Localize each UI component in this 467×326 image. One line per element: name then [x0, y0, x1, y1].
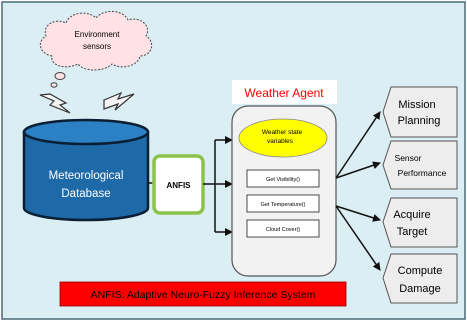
anfis-fanout-connector [203, 140, 216, 232]
output-box [382, 197, 458, 248]
output-label-line1: Sensor [395, 153, 422, 163]
arrow-agent-compute [335, 205, 381, 271]
anfis-box: ANFIS [152, 154, 205, 215]
weather-agent-title-box [232, 80, 337, 104]
meteorological-database: Meteorological Database [22, 118, 150, 222]
output-compute-damage: Compute Damage [382, 253, 458, 304]
output-label-line2: Damage [399, 283, 441, 295]
state-variables-line2: variables [267, 138, 294, 145]
function-label-cloud-cover: Cloud Cover() [266, 227, 300, 233]
legend-text: ANFIS: Adaptive Neuro-Fuzzy Inference Sy… [91, 289, 316, 301]
state-variables-line1: Weather state [262, 129, 303, 136]
output-acquire-target: Acquire Target [382, 197, 458, 248]
output-label-line1: Acquire [393, 209, 430, 221]
output-box [382, 86, 458, 138]
weather-state-variables [238, 118, 328, 158]
weather-agent: Weather Agent Weather state variables Ge… [231, 80, 337, 277]
output-label-line1: Mission [398, 99, 435, 111]
output-label-line2: Target [397, 226, 428, 238]
cloud-bubble-small [50, 82, 58, 88]
cloud-shape [39, 11, 153, 71]
weather-agent-title: Weather Agent [244, 86, 324, 100]
function-label-visibility: Get Visibility() [266, 177, 300, 183]
output-sensor-performance: Sensor Performance [382, 140, 458, 190]
output-box [382, 253, 458, 304]
output-label-line2: Planning [398, 115, 441, 127]
environment-sensors-cloud: Environment sensors [39, 11, 153, 88]
database-label-line2: Database [61, 188, 110, 200]
database-label-line1: Meteorological [49, 170, 124, 182]
arrow-agent-acquire [335, 205, 381, 222]
anfis-box-label: ANFIS [167, 181, 192, 190]
legend-box [59, 281, 347, 307]
function-box-visibility [246, 169, 320, 188]
cloud-bubble-large [54, 72, 66, 80]
anfis-legend: ANFIS: Adaptive Neuro-Fuzzy Inference Sy… [59, 281, 347, 307]
database-body [22, 130, 150, 222]
function-box-temperature [246, 194, 320, 213]
function-box-cloud-cover [246, 219, 320, 238]
database-top [22, 118, 150, 146]
arrow-agent-mission [335, 111, 381, 179]
function-label-temperature: Get Temperature() [261, 202, 306, 208]
lightning-bolt-icon [39, 93, 71, 114]
cloud-label-line1: Environment [75, 30, 121, 39]
output-label-line1: Compute [398, 265, 443, 277]
output-mission-planning: Mission Planning [382, 86, 458, 138]
arrow-agent-sensor [335, 161, 381, 179]
output-label-line2: Performance [398, 168, 447, 178]
cloud-label-line2: sensors [83, 42, 111, 51]
lightning-bolt-icon [103, 91, 135, 111]
output-box [382, 140, 458, 190]
